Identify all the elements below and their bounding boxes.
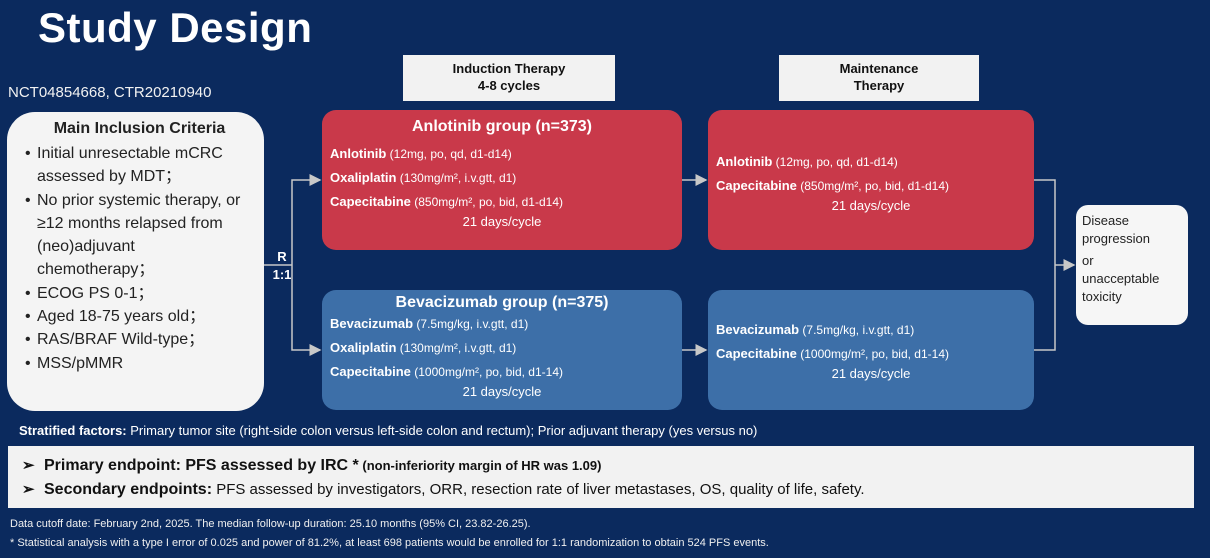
randomization-r: R [277,249,287,264]
cycle-label: 21 days/cycle [462,384,542,399]
maintenance-header-line2: Therapy [853,78,905,93]
criteria-item: Initial unresectable mCRC assessed by MD… [25,142,254,189]
footnote-statistics: * Statistical analysis with a type I err… [10,537,769,549]
footnotes: Data cutoff date: February 2nd, 2025. Th… [10,515,769,553]
induction-header-title: Induction Therapy [452,61,566,76]
anlotinib-maintenance-box: Anlotinib (12mg, po, qd, d1-d14) Capecit… [708,110,1034,250]
criteria-item: No prior systemic therapy, or ≥12 months… [25,189,254,282]
drug-line: Capecitabine (1000mg/m², po, bid, d1-14) [330,364,563,379]
maintenance-merge [1034,179,1056,351]
inclusion-criteria-box: Main Inclusion Criteria Initial unresect… [7,112,264,411]
stratified-factors: Stratified factors: Primary tumor site (… [19,423,757,438]
randomization-label: R 1:1 [268,248,296,284]
drug-line: Anlotinib (12mg, po, qd, d1-d14) [330,146,512,161]
arrow-to-anlotinib [291,174,322,265]
footnote-cutoff: Data cutoff date: February 2nd, 2025. Th… [10,518,531,530]
cycle-label: 21 days/cycle [831,198,911,213]
outcome-line: progression [1082,231,1150,246]
secondary-endpoints-label: Secondary endpoints: [44,481,213,498]
induction-header: Induction Therapy 4-8 cycles [403,55,615,101]
trial-ids: NCT04854668, CTR20210940 [8,84,212,101]
maintenance-header: Maintenance Therapy [779,55,979,101]
drug-line: Bevacizumab (7.5mg/kg, i.v.gtt, d1) [716,322,915,337]
randomization-ratio: 1:1 [272,267,292,282]
criteria-item: MSS/pMMR [25,352,254,376]
outcome-line: toxicity [1082,289,1122,304]
induction-header-cycles: 4-8 cycles [477,78,541,93]
arrow-to-bevacizumab [291,265,322,356]
endpoints-box: ➢ Primary endpoint: PFS assessed by IRC *… [8,446,1194,508]
outcome-line: unacceptable [1082,271,1160,286]
bevacizumab-maintenance-box: Bevacizumab (7.5mg/kg, i.v.gtt, d1) Cape… [708,290,1034,410]
arrow-marker-icon: ➢ [22,481,35,498]
stratified-label: Stratified factors: [19,423,127,438]
group-name: Anlotinib group (n=373) [412,118,592,135]
outcome-line: or [1082,253,1094,268]
inclusion-heading: Main Inclusion Criteria [53,120,226,137]
drug-line: Capecitabine (850mg/m², po, bid, d1-d14) [330,194,563,209]
primary-endpoint-note: (non-inferiority margin of HR was 1.09) [358,458,602,473]
secondary-endpoints: ➢ Secondary endpoints: PFS assessed by in… [22,478,1194,502]
secondary-endpoints-text: PFS assessed by investigators, ORR, rese… [212,481,865,498]
page-title: Study Design [38,4,313,51]
cycle-label: 21 days/cycle [831,366,911,381]
stratified-text: Primary tumor site (right-side colon ver… [126,423,758,438]
bevacizumab-induction-box: Bevacizumab group (n=375) Bevacizumab (7… [322,290,682,410]
drug-line: Anlotinib (12mg, po, qd, d1-d14) [716,154,898,169]
primary-endpoint: ➢ Primary endpoint: PFS assessed by IRC *… [22,454,1194,478]
outcome-box: Disease progression or unacceptable toxi… [1076,205,1188,325]
criteria-item: Aged 18-75 years old； [25,305,254,329]
arrow-marker-icon: ➢ [22,457,35,474]
maintenance-header-line1: Maintenance [839,61,919,76]
outcome-line: Disease [1082,213,1129,228]
criteria-item: RAS/BRAF Wild-type； [25,328,254,352]
primary-endpoint-label: Primary endpoint: PFS assessed by IRC * [44,457,359,474]
criteria-item: ECOG PS 0-1； [25,282,254,306]
drug-line: Oxaliplatin (130mg/m², i.v.gtt, d1) [330,170,517,185]
group-name: Bevacizumab group (n=375) [395,294,609,311]
drug-line: Capecitabine (850mg/m², po, bid, d1-d14) [716,178,949,193]
drug-line: Capecitabine (1000mg/m², po, bid, d1-14) [716,346,949,361]
cycle-label: 21 days/cycle [462,214,542,229]
anlotinib-induction-box: Anlotinib group (n=373) Anlotinib (12mg,… [322,110,682,250]
drug-line: Oxaliplatin (130mg/m², i.v.gtt, d1) [330,340,517,355]
drug-line: Bevacizumab (7.5mg/kg, i.v.gtt, d1) [330,316,529,331]
